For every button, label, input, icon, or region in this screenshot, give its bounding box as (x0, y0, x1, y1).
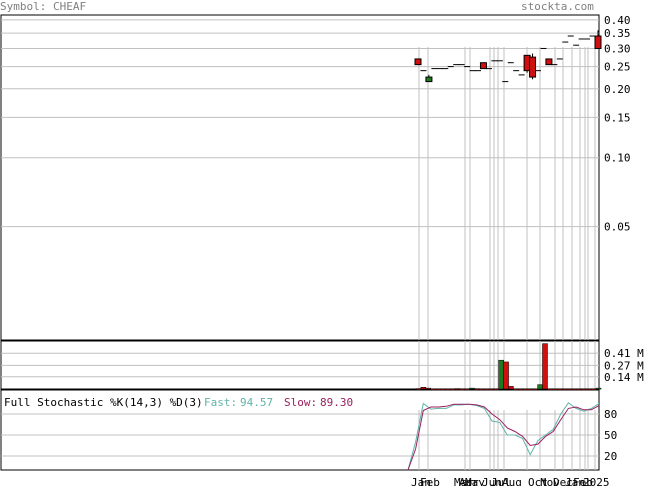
volume-bar (566, 388, 573, 390)
volume-bar (556, 388, 563, 390)
stochastic-tick-label: 80 (604, 408, 617, 421)
volume-bar (449, 388, 456, 390)
fast-line (407, 402, 600, 471)
volume-tick-label: 0.41 M (604, 347, 644, 360)
volume-bar (440, 388, 446, 390)
volume-bar (581, 388, 587, 390)
price-candle (479, 62, 487, 70)
volume-bar (425, 387, 431, 390)
volume-tick-label: 0.27 M (604, 359, 644, 372)
price-panel-frame (0, 14, 600, 341)
site-label[interactable]: stockta.com (521, 0, 594, 13)
volume-bar (493, 388, 500, 390)
price-tick-label: 0.40 (604, 14, 631, 27)
price-candle (425, 76, 433, 83)
volume-bar (469, 387, 475, 390)
volume-bar (513, 388, 519, 390)
volume-bar (454, 388, 461, 390)
volume-bar (478, 388, 485, 390)
volume-bar (532, 388, 539, 390)
volume-bar (459, 388, 466, 390)
volume-bar (430, 388, 436, 390)
volume-bar (527, 388, 534, 390)
fast-label: Fast: (204, 396, 237, 409)
volume-bar (561, 388, 568, 390)
volume-bar (537, 384, 543, 390)
volume-bar (474, 388, 480, 390)
volume-bar (517, 388, 524, 390)
volume-bar (498, 359, 504, 390)
price-tick-label: 0.20 (604, 83, 631, 96)
volume-bar (488, 388, 495, 390)
volume-bar (483, 388, 490, 390)
price-tick-label: 0.10 (604, 152, 631, 165)
x-tick-label: 2025 (583, 476, 610, 486)
volume-bar (551, 388, 558, 390)
price-candle (529, 56, 537, 78)
fast-value: 94.57 (240, 396, 273, 409)
slow-label: Slow: (284, 396, 317, 409)
volume-bar (547, 388, 553, 390)
price-tick-label: 0.15 (604, 111, 631, 124)
stochastic-title: Full Stochastic %K(14,3) %D(3) (4, 396, 203, 409)
volume-bar (415, 388, 422, 390)
price-tick-label: 0.05 (604, 221, 631, 234)
x-tick-label: Feb (420, 476, 440, 486)
volume-bar (508, 386, 514, 390)
volume-bar (542, 343, 548, 390)
volume-bar (571, 388, 577, 390)
volume-bar (444, 388, 451, 390)
price-candle (545, 58, 553, 66)
volume-bar (522, 388, 529, 390)
price-tick-label: 0.25 (604, 61, 631, 74)
x-tick-label: Aug (502, 476, 522, 486)
slow-line (407, 403, 600, 471)
slow-value: 89.30 (320, 396, 353, 409)
volume-bar (420, 387, 427, 390)
stochastic-tick-label: 50 (604, 429, 617, 442)
volume-bar (595, 387, 602, 390)
volume-bar (586, 388, 592, 390)
price-tick-label: 0.30 (604, 42, 631, 55)
volume-bar (503, 361, 509, 390)
stochastic-tick-label: 20 (604, 450, 617, 463)
price-tick-label: 0.35 (604, 27, 631, 40)
volume-bar (590, 388, 597, 390)
volume-tick-label: 0.14 M (604, 371, 644, 384)
stochastic-panel-frame (0, 389, 600, 471)
price-candle (414, 58, 422, 66)
volume-bar (464, 388, 470, 390)
symbol-label: Symbol: CHEAF (0, 0, 87, 13)
volume-bar (576, 388, 582, 390)
volume-bar (435, 388, 441, 390)
price-candle (594, 35, 602, 49)
